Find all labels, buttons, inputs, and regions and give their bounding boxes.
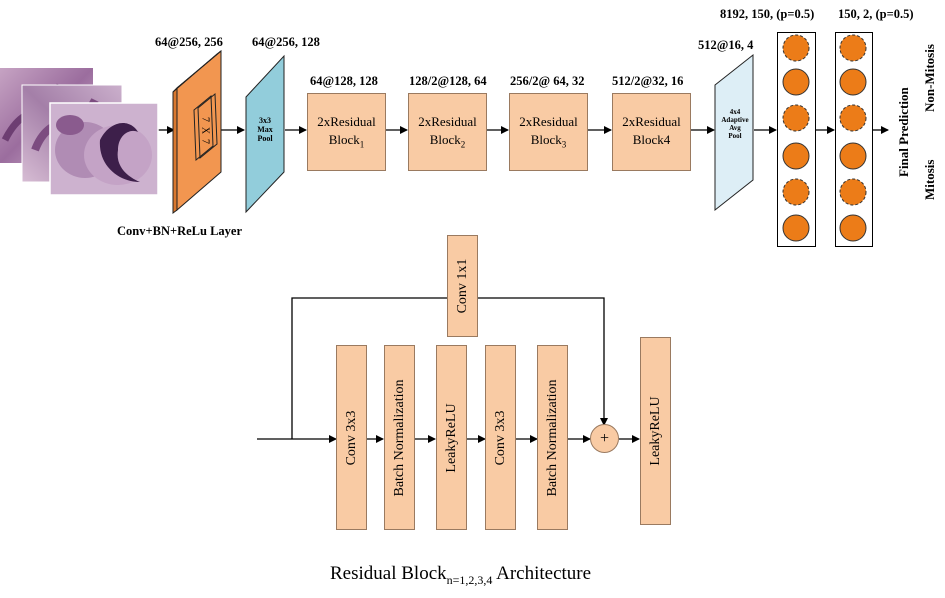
fc1-neuron (782, 104, 810, 132)
shortcut-label: Conv 1x1 (454, 258, 470, 314)
conv-caption: Conv+BN+ReLu Layer (117, 224, 243, 238)
layer-batchnorm-a-label: Batch Normalization (391, 378, 407, 497)
layer-leakyrelu-a-label: LeakyReLU (443, 402, 459, 473)
maxpool-kernel: 3x3 (259, 116, 271, 125)
fc2-neuron (839, 68, 867, 96)
add-symbol: + (599, 429, 610, 447)
mitosis-label: Mitosis (922, 159, 937, 200)
add-node: + (590, 424, 619, 453)
kernel-back (197, 92, 218, 160)
fc2-neuron (839, 142, 867, 170)
block2-line2: Block (429, 131, 461, 147)
non-mitosis-label: Non-Mitosis (922, 44, 937, 112)
layer-batchnorm-a: Batch Normalization (384, 345, 415, 530)
layer-conv3x3-b: Conv 3x3 (485, 345, 516, 530)
maxpool-shape (245, 54, 285, 214)
conv-dims-label: 64@256, 256 (155, 35, 223, 49)
maxpool-label: 3x3 Max Pool (248, 116, 282, 144)
layer-leakyrelu-out: LeakyReLU (640, 337, 671, 525)
block1-line1: 2xResidual (317, 114, 376, 130)
mitotic-figure (99, 122, 140, 182)
block4-line1: 2xResidual (622, 114, 681, 130)
fc1-neuron (782, 142, 810, 170)
pool-dims-label: 64@256, 128 (252, 35, 320, 49)
fc1-neuron (782, 68, 810, 96)
kernel-front (193, 94, 214, 162)
layer-leakyrelu-out-label: LeakyReLU (647, 396, 663, 466)
residual-caption: Residual Blockn=1,2,3,4 Architecture (330, 563, 591, 588)
caption-sub: n=1,2,3,4 (446, 572, 493, 587)
maxpool-word-pool: Pool (257, 134, 273, 144)
block3-line2: Block (530, 131, 562, 147)
block4-dims-label: 512/2@32, 16 (612, 74, 684, 88)
adaptive-pool-shape (714, 53, 754, 212)
avg-word: Avg (729, 124, 741, 133)
fc1-neuron (782, 214, 810, 242)
adaptive-pool-label: 4x4 Adaptive Avg Pool (716, 108, 754, 140)
block1-dims-label: 64@128, 128 (310, 74, 378, 88)
fc1-neuron (782, 178, 810, 206)
final-prediction-label: Final Prediction (896, 87, 911, 177)
block2-sub: 2 (460, 139, 466, 150)
block1-line2: Block (328, 131, 360, 147)
adaptive-kernel: 4x4 (729, 108, 741, 116)
fc-layer-1 (777, 32, 816, 247)
fc2-neuron (839, 104, 867, 132)
layer-conv3x3-b-label: Conv 3x3 (492, 410, 508, 465)
fc1-dims-label: 8192, 150, (p=0.5) (720, 7, 815, 21)
shortcut-conv1x1: Conv 1x1 (447, 235, 478, 337)
layer-conv3x3-a: Conv 3x3 (336, 345, 367, 530)
layer-conv3x3-a-label: Conv 3x3 (343, 410, 359, 465)
pool-word: Pool (728, 132, 742, 141)
adaptive-dims-label: 512@16, 4 (698, 38, 754, 52)
fc1-neuron (782, 34, 810, 62)
layer-leakyrelu-a: LeakyReLU (436, 345, 467, 530)
block2-line1: 2xResidual (418, 114, 477, 130)
maxpool-word-max: Max (257, 125, 273, 135)
layer-batchnorm-b: Batch Normalization (537, 345, 568, 530)
block4-line2: Block4 (632, 131, 671, 147)
caption-tail: Architecture (492, 563, 592, 584)
fc2-neuron (839, 34, 867, 62)
fc2-neuron (839, 214, 867, 242)
block1-sub: 1 (359, 139, 365, 150)
fc-layer-2 (835, 32, 873, 247)
block2-dims-label: 128/2@128, 64 (409, 74, 487, 88)
fc2-dims-label: 150, 2, (p=0.5) (838, 7, 914, 21)
caption-main: Residual Block (330, 563, 447, 584)
block3-dims-label: 256/2@ 64, 32 (510, 74, 585, 88)
layer-batchnorm-b-label: Batch Normalization (544, 378, 560, 497)
adaptive-word: Adaptive (721, 116, 749, 125)
block3-sub: 3 (561, 139, 567, 150)
block3-line1: 2xResidual (519, 114, 578, 130)
fc2-neuron (839, 178, 867, 206)
